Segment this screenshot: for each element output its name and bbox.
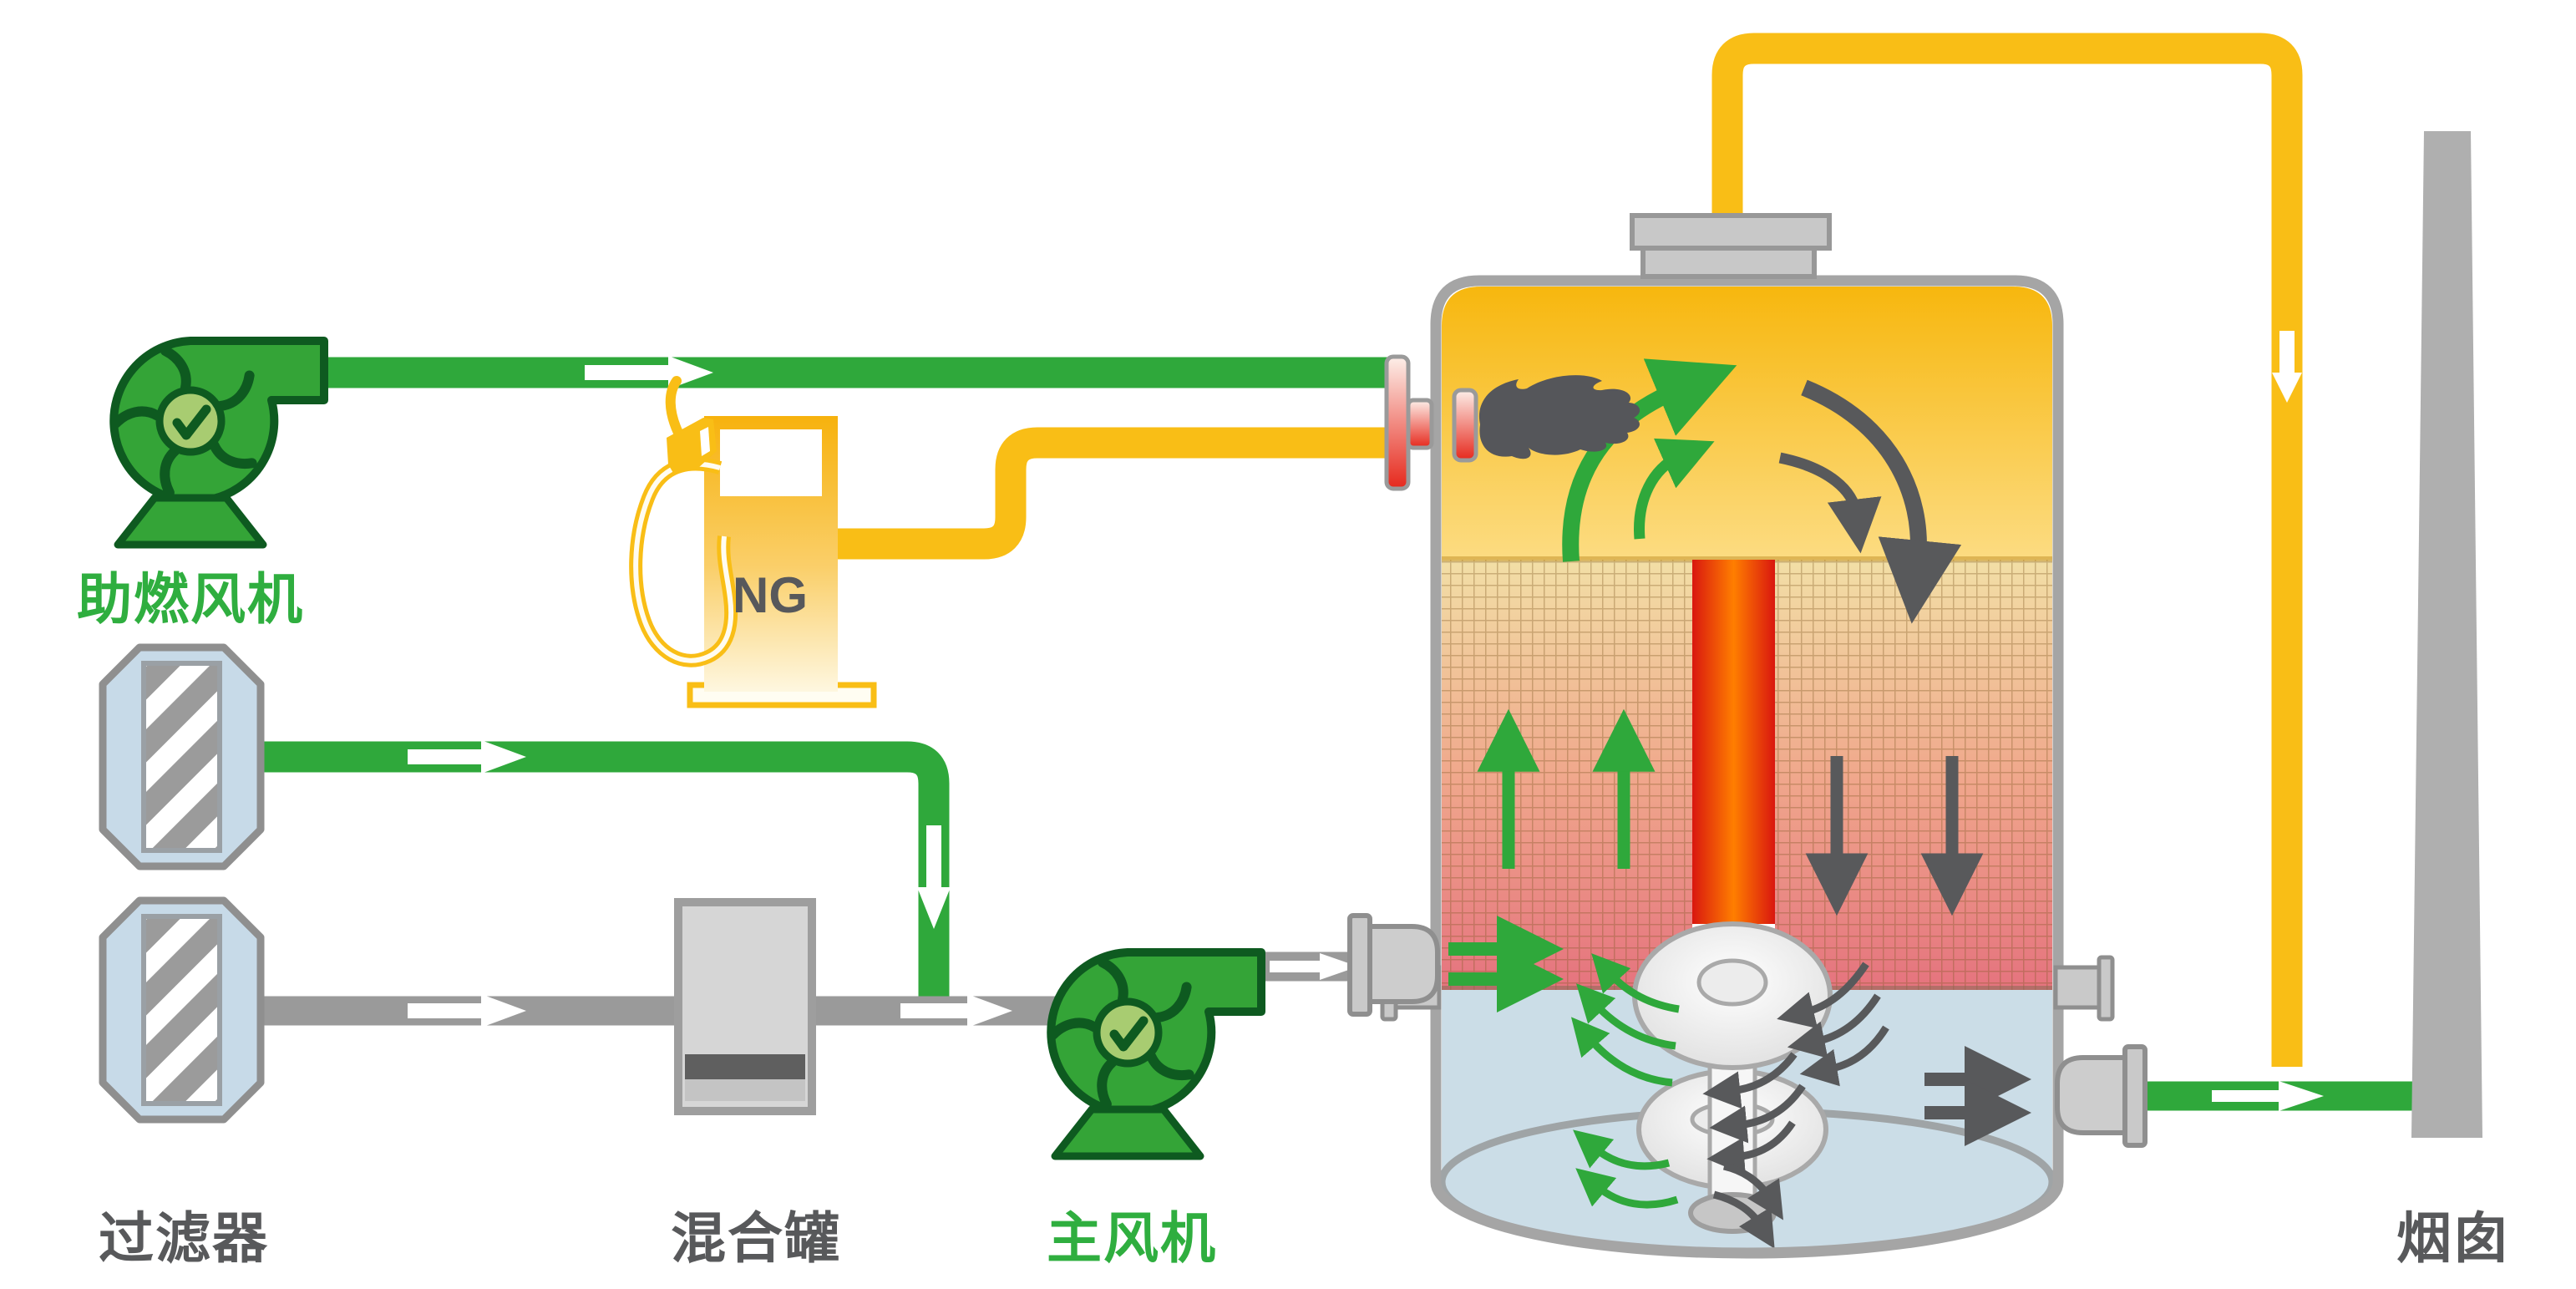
label-chimney: 烟囱	[2396, 1207, 2510, 1269]
filter-icon-2	[103, 901, 261, 1119]
right-side-stub	[2053, 965, 2102, 1010]
green-updraft-arrow-icon	[1562, 358, 1737, 562]
top-cap	[1630, 213, 1832, 279]
pipes	[261, 33, 2426, 1111]
flow-arrow-right-icon	[408, 740, 526, 774]
packing-bed	[1442, 556, 2052, 991]
inlet-outlet-arrows	[1448, 916, 2031, 1146]
pipe-filtered-air	[261, 741, 950, 999]
reactor-vessel	[1347, 213, 2148, 1259]
aux-fan-icon	[114, 341, 324, 545]
main-fan-icon	[1051, 952, 1261, 1156]
inlet-nozzle	[1347, 913, 1440, 1017]
label-mixing-tank: 混合罐	[671, 1207, 841, 1269]
bed-arrows	[1477, 708, 1984, 916]
burner-flange	[1384, 354, 1434, 491]
quench-arrows	[1570, 953, 1889, 1249]
ng-pump-nozzle-spout-icon	[665, 376, 683, 438]
pipe-fuel-ng	[838, 427, 1390, 560]
outlet-nozzle	[2055, 1044, 2148, 1148]
label-filter: 过滤器	[99, 1207, 269, 1269]
ng-pump-display	[720, 429, 822, 496]
dark-downdraft-arrow-icon	[1778, 452, 1882, 554]
ng-pump-icon: NG	[629, 376, 877, 708]
burner-inner-flange	[1452, 388, 1478, 463]
green-updraft-arrow-icon	[1634, 438, 1715, 540]
flow-arrow-right-icon	[408, 994, 526, 1028]
pipe-recirculation	[1711, 33, 2303, 1067]
vessel-wall	[1430, 275, 2064, 1259]
filter-icon-1	[103, 647, 261, 866]
label-main-fan: 主风机	[1047, 1207, 1217, 1269]
chimney	[2411, 131, 2482, 1138]
flow-arrow-down-icon	[2272, 331, 2302, 403]
pipe-flow-arrows	[408, 331, 2324, 1111]
flow-arrow-down-icon	[917, 825, 951, 929]
dark-downdraft-arrow-icon	[1801, 379, 1962, 624]
flow-arrow-right-icon	[900, 994, 1012, 1028]
label-aux-fan: 助燃风机	[77, 568, 304, 630]
mixing-tank	[674, 898, 816, 1115]
ng-pump-label: NG	[733, 567, 808, 623]
hot-core-duct	[1692, 560, 1775, 924]
combustion-zone	[1442, 287, 2052, 560]
flow-arrow-right-icon	[2212, 1081, 2324, 1111]
burner-flame-icon	[1478, 375, 1640, 459]
freeboard-arrows	[1562, 358, 1962, 624]
flow-arrow-right-icon	[1270, 953, 1358, 980]
